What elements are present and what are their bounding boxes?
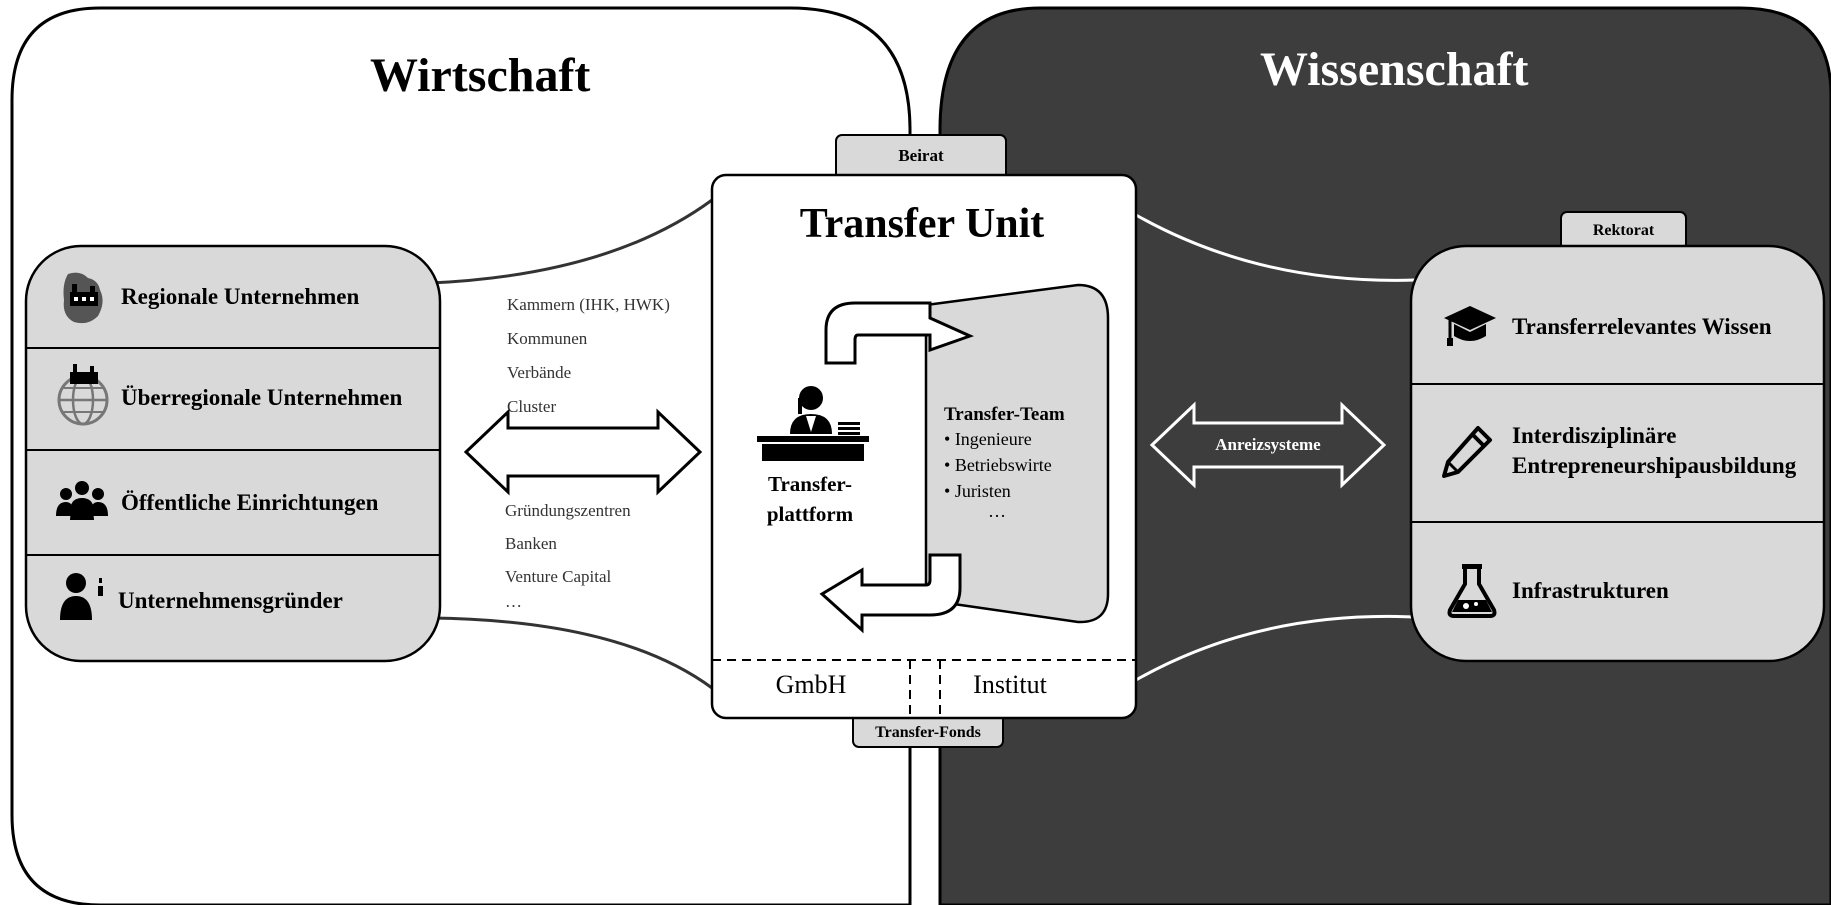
- cycle-arrow-top: [824, 301, 975, 365]
- list-item: • Juristen: [944, 481, 1011, 501]
- intermediaries-bottom-list: Gründungszentren Banken Venture Capital …: [505, 494, 631, 611]
- list-item: Venture Capital: [505, 567, 612, 586]
- wirtschaft-panel: [10, 6, 912, 905]
- company-label-founder: Unternehmensgründer: [118, 588, 343, 613]
- list-item: …: [988, 501, 1006, 521]
- companies-box: [24, 244, 442, 663]
- graduation-cap-icon: [1442, 300, 1498, 348]
- rektorat-label: Rektorat: [1592, 222, 1655, 239]
- founder-icon: [58, 572, 106, 622]
- wirtschaft-title: Wirtschaft: [370, 49, 591, 102]
- factory-icon: [58, 270, 108, 326]
- science-label-infrastructure: Infrastrukturen: [1512, 578, 1669, 603]
- list-item: Kommunen: [507, 329, 588, 348]
- company-label-regional: Regionale Unternehmen: [121, 284, 360, 309]
- double-arrow-anreiz: [1149, 401, 1387, 489]
- anreizsysteme-label: Anreizsysteme: [1215, 435, 1321, 454]
- company-label-supraregional: Überregionale Unternehmen: [121, 385, 403, 410]
- list-item: Gründungszentren: [505, 501, 631, 520]
- cycle-arrow-bottom: [819, 553, 962, 634]
- intermediaries-top-list: Kammern (IHK, HWK) Kommunen Verbände Clu…: [507, 288, 670, 424]
- beirat-label: Beirat: [898, 146, 944, 165]
- people-group-icon: [54, 480, 110, 522]
- transfer-platform-label: Transfer- plattform: [766, 472, 854, 526]
- list-item: Verbände: [507, 363, 572, 382]
- company-label-public: Öffentliche Einrichtungen: [121, 490, 379, 515]
- transfer-team: Transfer-Team • Ingenieure • Betriebswir…: [944, 404, 1065, 521]
- science-label-knowledge: Transferrelevantes Wissen: [1512, 314, 1772, 339]
- list-item: …: [505, 592, 522, 611]
- pencil-icon: [1440, 422, 1496, 478]
- list-item: Cluster: [507, 397, 557, 416]
- transfer-team-shape: [924, 283, 1110, 624]
- flask-icon: [1446, 560, 1498, 618]
- gmbh-label: GmbH: [775, 670, 847, 699]
- wissenschaft-title: Wissenschaft: [1260, 43, 1529, 96]
- science-box: [1409, 244, 1826, 663]
- list-item: Kammern (IHK, HWK): [507, 295, 670, 314]
- transfer-team-list: • Ingenieure • Betriebswirte • Juristen …: [944, 426, 1065, 521]
- transfer-unit-title: Transfer Unit: [799, 201, 1045, 247]
- list-item: • Ingenieure: [944, 429, 1032, 449]
- transfer-desk-icon: [757, 386, 869, 461]
- transfer-fonds-label: Transfer-Fonds: [875, 724, 981, 741]
- transfer-team-title: Transfer-Team: [944, 404, 1065, 425]
- science-label-entrepreneurship: Interdisziplinäre Entrepreneurshipausbil…: [1512, 423, 1797, 478]
- list-item: Banken: [505, 534, 557, 553]
- globe-factory-icon: [56, 362, 110, 426]
- double-arrow-left: [463, 408, 703, 496]
- institut-label: Institut: [973, 670, 1047, 699]
- list-item: • Betriebswirte: [944, 455, 1052, 475]
